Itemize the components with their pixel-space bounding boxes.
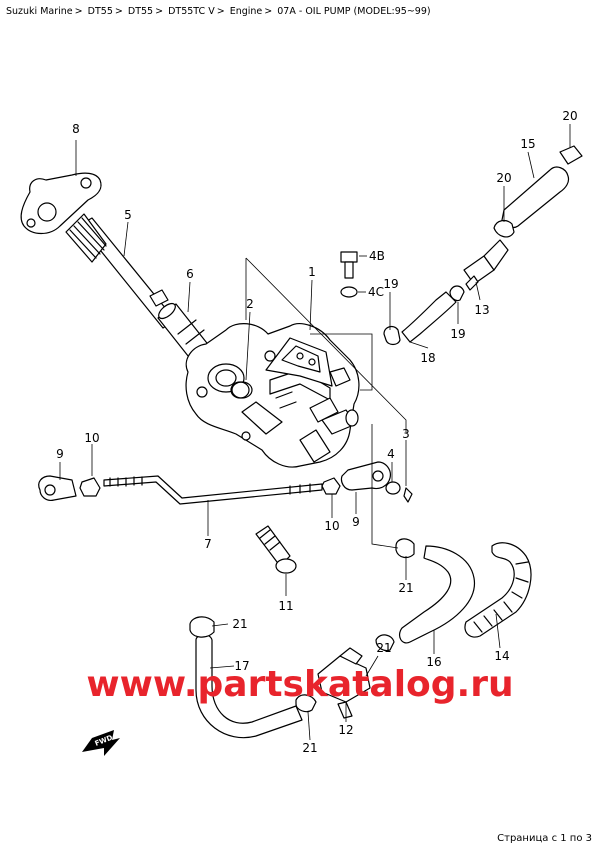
hose-14-corrugated [464,542,532,638]
part-number-19-a[interactable]: 19 [383,277,398,291]
part-number-3[interactable]: 3 [402,427,410,441]
hose-18 [401,291,457,343]
breadcrumb-link-brand[interactable]: Suzuki Marine [6,6,73,17]
part-number-20-a[interactable]: 20 [562,109,577,123]
breadcrumb-link-model-2[interactable]: DT55 [127,6,154,17]
clamp-21-left [189,616,215,638]
oil-pump-body-1 [185,323,360,468]
rod-7 [103,475,323,505]
washer-4c [340,286,358,298]
part-number-21-bottom[interactable]: 21 [302,741,317,755]
hose-16 [398,545,475,644]
part-number-12[interactable]: 12 [338,723,353,737]
part-number-21-mid[interactable]: 21 [376,641,391,655]
hose-15 [501,166,570,229]
pin-3 [403,487,413,503]
breadcrumb-current: 07A - OIL PUMP (MODEL:95~99) [277,6,431,17]
part-number-5[interactable]: 5 [124,208,132,222]
part-number-18[interactable]: 18 [420,351,435,365]
breadcrumb-link-model[interactable]: DT55 [87,6,113,17]
washer-4 [385,481,401,495]
gasket-plate-8 [20,172,102,235]
bolt-4b [340,251,358,279]
part-number-16[interactable]: 16 [426,655,441,669]
part-number-17[interactable]: 17 [234,659,249,673]
nut-10-right [321,477,341,495]
part-number-9-left[interactable]: 9 [56,447,64,461]
part-number-10-left[interactable]: 10 [84,431,99,445]
part-number-21-left[interactable]: 21 [232,617,247,631]
drive-shaft-5 [65,213,176,329]
o-ring-2 [230,381,250,399]
bolt-11 [255,525,297,574]
part-number-21-top[interactable]: 21 [398,581,413,595]
part-number-19-b[interactable]: 19 [450,327,465,341]
breadcrumb-link-section[interactable]: Engine [229,6,263,17]
part-number-4c[interactable]: 4C [368,285,384,299]
leader-lines [59,124,571,741]
part-number-2[interactable]: 2 [246,297,254,311]
watermark: www.partskatalog.ru [86,664,513,705]
part-labels: 8 5 6 1 2 4B 4C 19 18 19 13 15 20 20 3 4… [56,109,577,755]
joint-9-right [340,461,391,491]
part-number-1[interactable]: 1 [308,265,316,279]
part-number-4[interactable]: 4 [387,447,395,461]
part-number-11[interactable]: 11 [278,599,293,613]
part-number-4b[interactable]: 4B [369,249,385,263]
clamp-21-top [395,538,415,559]
clip-19-a [383,325,401,346]
part-number-8[interactable]: 8 [72,122,80,136]
bracket-lines [245,257,407,549]
part-number-14[interactable]: 14 [494,649,509,663]
fwd-arrow: FWD [82,730,120,756]
page-indicator: Страница с 1 по 3 [497,833,592,844]
primer-valve-12 [317,647,371,719]
part-number-13[interactable]: 13 [474,303,489,317]
nut-10-left [79,477,101,497]
breadcrumb: Suzuki Marine> DT55> DT55> DT55TC V> Eng… [6,6,431,17]
part-number-20-b[interactable]: 20 [496,171,511,185]
part-number-6[interactable]: 6 [186,267,194,281]
part-number-10-right[interactable]: 10 [324,519,339,533]
breadcrumb-link-variant[interactable]: DT55TC V [168,6,215,17]
part-number-15[interactable]: 15 [520,137,535,151]
clamp-21-bottom [295,694,317,713]
clip-20-a [559,145,583,165]
clamp-21-mid [375,634,395,652]
part-number-9-right[interactable]: 9 [352,515,360,529]
part-number-7[interactable]: 7 [204,537,212,551]
clip-20-b [493,219,515,238]
joint-9-left [38,475,77,501]
filter-13 [463,239,509,291]
